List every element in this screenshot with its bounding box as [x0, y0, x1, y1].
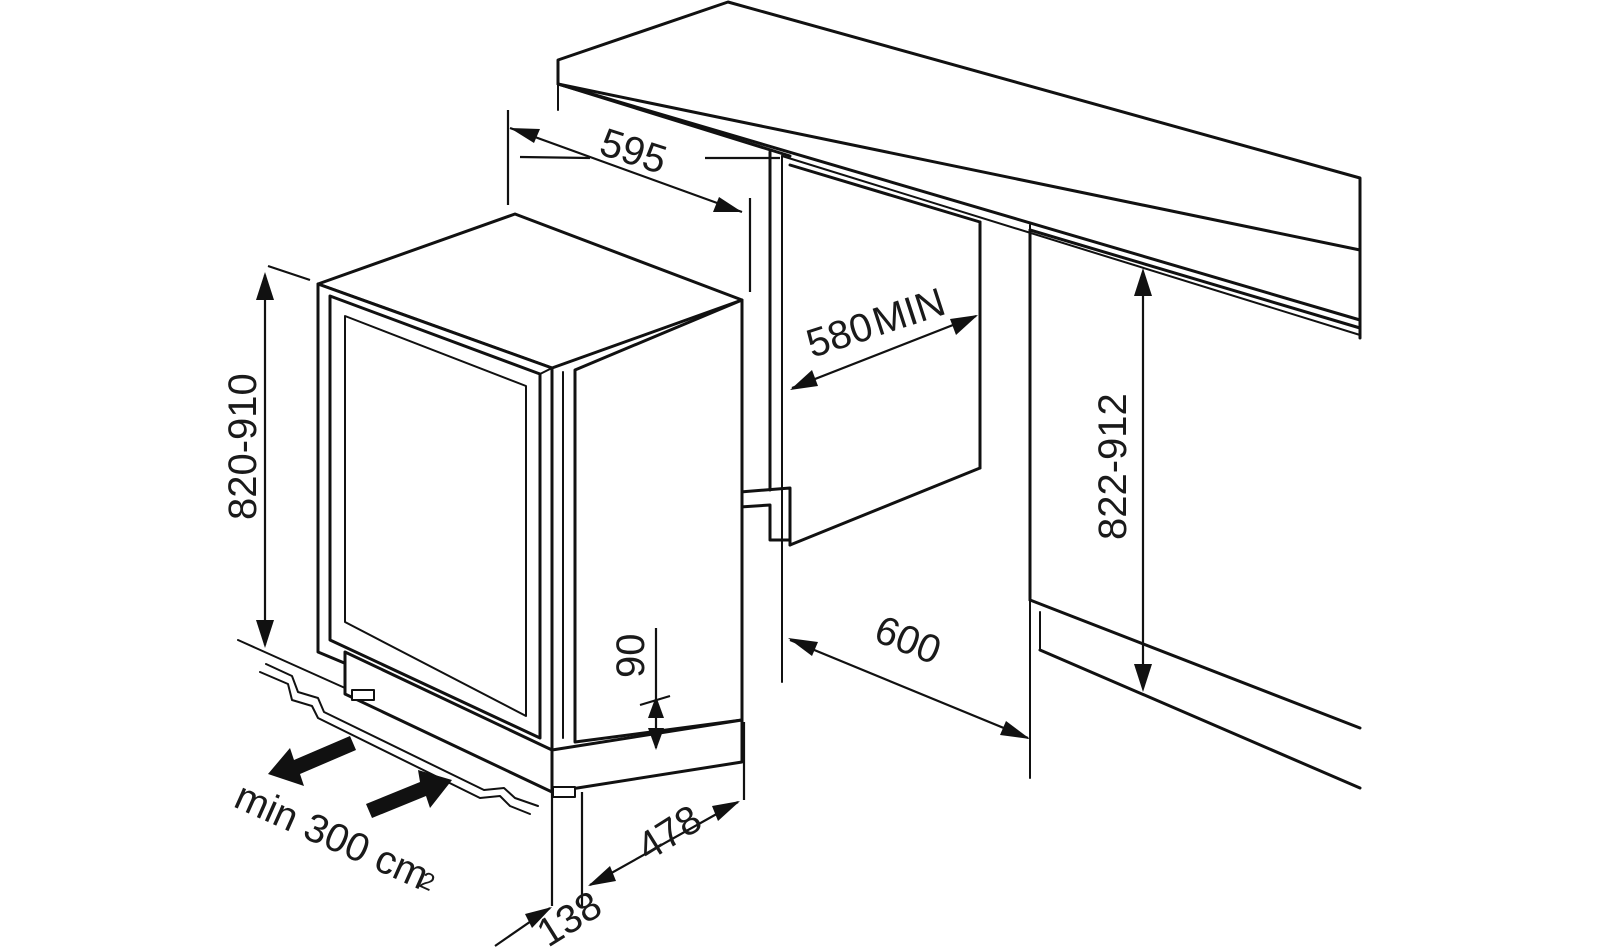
dim-820-910 [256, 264, 311, 648]
label-90: 90 [609, 634, 653, 679]
dim-478 [580, 722, 746, 906]
label-478: 478 [629, 797, 709, 870]
label-820-910: 820-910 [221, 373, 265, 520]
label-822-912: 822-912 [1091, 393, 1135, 540]
appliance-door [316, 282, 554, 752]
dim-822-912 [1134, 268, 1152, 692]
ventilation-arrows [268, 736, 452, 818]
dim-580-min [790, 314, 978, 390]
label-580: 580 [801, 304, 878, 366]
countertop [556, 0, 1362, 340]
dim-595 [506, 110, 780, 292]
dim-600 [788, 638, 1030, 740]
dim-90 [639, 628, 671, 750]
airflow-in-arrow [366, 770, 452, 818]
label-580-min: MIN [867, 280, 950, 345]
airflow-out-arrow [268, 736, 356, 786]
label-595: 595 [595, 120, 672, 182]
dim-138 [494, 752, 554, 947]
label-138: 138 [529, 883, 609, 950]
label-600: 600 [869, 608, 947, 674]
right-cabinet [1028, 224, 1362, 790]
appliance-plinth [343, 650, 744, 798]
floor-lines [237, 639, 539, 815]
niche-back-wall [788, 163, 982, 547]
